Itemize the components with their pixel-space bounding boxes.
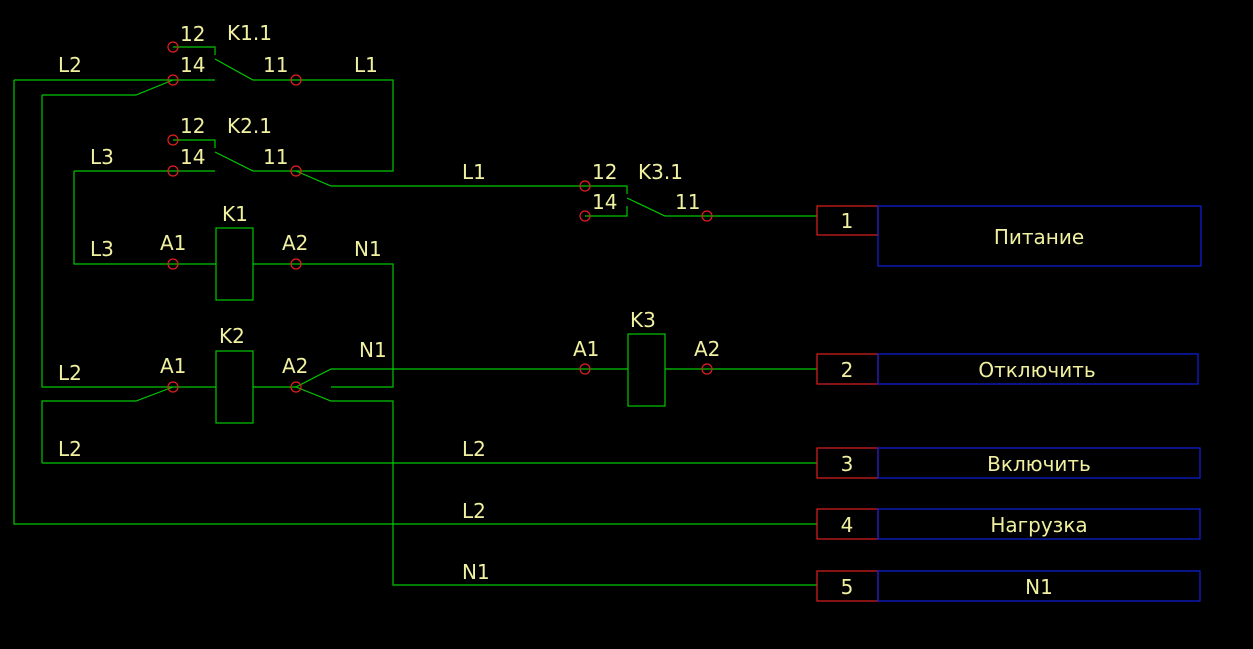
net-l2-top: L2	[58, 53, 82, 77]
net-l1-top: L1	[354, 53, 378, 77]
terminal-1: 1 Питание	[816, 205, 1202, 267]
label-k3: K3	[630, 308, 656, 332]
coil-k1	[215, 227, 254, 301]
pin-14-k1-1: 14	[180, 53, 205, 77]
terminal-5-number: 5	[841, 575, 854, 599]
label-k2: K2	[219, 324, 245, 348]
net-n1-upper: N1	[354, 237, 382, 261]
pin-a2-k2: A2	[282, 354, 308, 378]
terminal-5-label: N1	[1025, 575, 1053, 599]
terminal-4: 4 Нагрузка	[816, 508, 1201, 540]
pin-a1-k1: A1	[160, 231, 186, 255]
pin-labels: 12 14 11 12 14 11 12 14 11 A1 A2 A1 A2 A…	[160, 22, 720, 378]
pin-a2-k3: A2	[694, 337, 720, 361]
net-n1-bottom: N1	[462, 560, 490, 584]
label-k2-1: K2.1	[227, 114, 272, 138]
net-l3-upper: L3	[90, 145, 114, 169]
net-n1-lower: N1	[359, 338, 387, 362]
net-l2-vkl-right: L2	[462, 437, 486, 461]
net-l1-mid: L1	[462, 160, 486, 184]
coil-k3	[627, 333, 666, 407]
terminal-3: 3 Включить	[816, 447, 1201, 479]
terminal-2-label: Отключить	[978, 358, 1095, 382]
pin-14-k3-1: 14	[592, 190, 617, 214]
pin-a2-k1: A2	[282, 231, 308, 255]
net-l2-k2: L2	[58, 361, 82, 385]
net-labels: L2 L1 L3 L1 L3 N1 N1 L2 L2 L2 L2 N1	[58, 53, 490, 584]
pin-a1-k2: A1	[160, 354, 186, 378]
terminal-2-number: 2	[841, 358, 854, 382]
terminal-2: 2 Отключить	[816, 353, 1199, 385]
terminal-3-number: 3	[841, 452, 854, 476]
label-k3-1: K3.1	[638, 160, 683, 184]
net-l2-load: L2	[462, 499, 486, 523]
pin-11-k3-1: 11	[675, 190, 700, 214]
pin-11-k1-1: 11	[263, 53, 288, 77]
pin-a1-k3: A1	[573, 337, 599, 361]
nodes	[167, 41, 713, 393]
label-k1-1: K1.1	[227, 21, 272, 45]
terminal-4-label: Нагрузка	[990, 513, 1087, 537]
pin-12-k3-1: 12	[592, 160, 617, 184]
net-l2-vkl-left: L2	[58, 437, 82, 461]
terminal-1-number: 1	[841, 209, 854, 233]
pin-11-k2-1: 11	[263, 145, 288, 169]
pin-12-k1-1: 12	[180, 22, 205, 46]
wires	[13, 46, 817, 586]
component-labels: K1.1 K2.1 K3.1 K1 K2 K3	[219, 21, 683, 348]
terminal-4-number: 4	[841, 513, 854, 537]
pin-12-k2-1: 12	[180, 114, 205, 138]
terminal-3-label: Включить	[987, 452, 1091, 476]
terminal-1-label: Питание	[994, 225, 1084, 249]
net-l3-lower: L3	[90, 237, 114, 261]
pin-14-k2-1: 14	[180, 145, 205, 169]
terminal-5: 5 N1	[816, 570, 1201, 602]
label-k1: K1	[222, 202, 248, 226]
coil-k2	[215, 350, 254, 424]
